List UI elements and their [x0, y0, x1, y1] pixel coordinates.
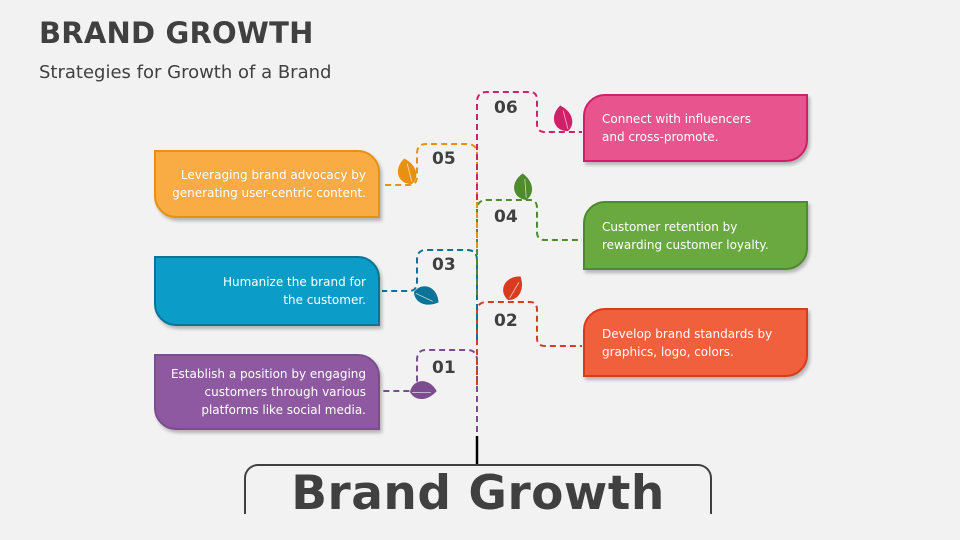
step-box-05: Leveraging brand advocacy by generating … [154, 150, 380, 218]
step-box-03: Humanize the brand for the customer. [154, 256, 380, 326]
leaf-icon [503, 276, 522, 301]
step-text-line: customers through various [204, 385, 366, 399]
leaf-icon [514, 173, 532, 200]
step-number-03: 03 [432, 255, 456, 275]
step-text-line: Leveraging brand advocacy by [180, 168, 366, 182]
step-text-line: and cross-promote. [602, 130, 719, 144]
step-text-line: Establish a position by engaging [170, 367, 366, 381]
step-text-line: Connect with influencers [602, 112, 751, 126]
step-text-line: platforms like social media. [201, 403, 366, 417]
step-box-02: Develop brand standards by graphics, log… [583, 308, 808, 377]
step-box-06: Connect with influencers and cross-promo… [583, 94, 808, 162]
connector-03 [382, 249, 478, 340]
slide-subtitle: Strategies for Growth of a Brand [39, 62, 332, 83]
connector-05 [382, 143, 478, 248]
step-text-line: Humanize the brand for [222, 275, 366, 289]
center-bracket [244, 464, 712, 514]
step-number-05: 05 [432, 149, 456, 169]
step-number-04: 04 [494, 207, 518, 227]
step-number-02: 02 [494, 311, 518, 331]
step-text-line: generating user-centric content. [172, 186, 366, 200]
leaf-icon [553, 105, 573, 132]
center-label: Brand Growth [291, 466, 665, 521]
connector-06 [476, 91, 582, 200]
step-text-line: Develop brand standards by [602, 326, 773, 341]
step-number-06: 06 [494, 98, 518, 118]
step-box-01: Establish a position by engaging custome… [154, 354, 380, 430]
connector-02 [476, 301, 582, 385]
leaf-icon [414, 286, 439, 305]
step-text-line: the customer. [283, 293, 366, 307]
leaf-icon [397, 158, 417, 185]
step-number-01: 01 [432, 358, 456, 378]
step-text-line: Customer retention by [602, 219, 738, 234]
step-box-04: Customer retention by rewarding customer… [583, 201, 808, 270]
step-text-line: graphics, logo, colors. [602, 344, 734, 359]
step-text-line: rewarding customer loyalty. [602, 237, 769, 252]
slide-title: BRAND GROWTH [39, 16, 314, 50]
connector-04 [476, 199, 582, 295]
leaf-icon [410, 381, 437, 400]
